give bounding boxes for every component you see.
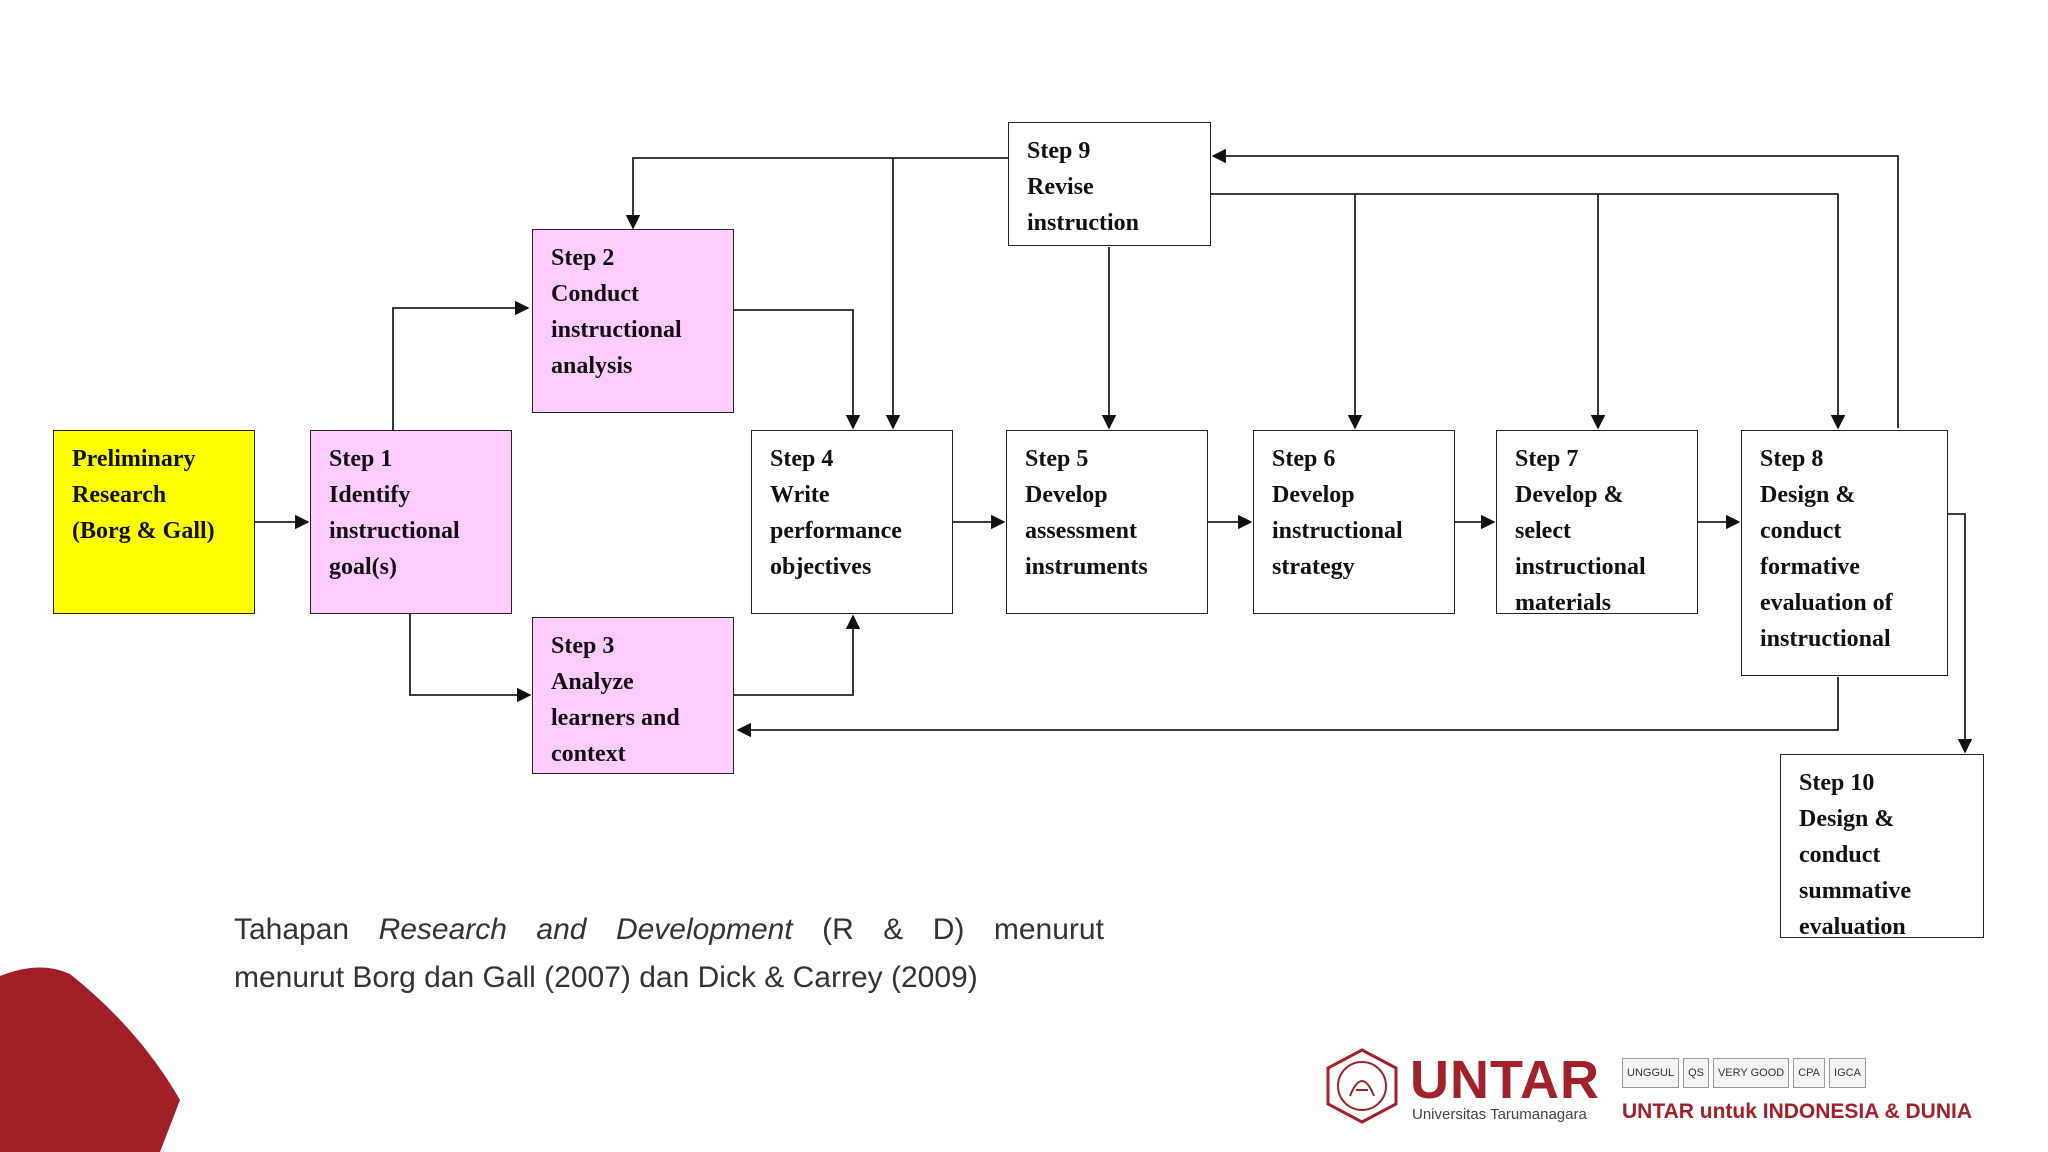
- box-line: context: [551, 741, 626, 767]
- caption-word: &: [883, 913, 904, 946]
- box-line: Step 3: [551, 633, 615, 659]
- caption-word: and: [536, 913, 587, 946]
- box-line: instructional: [1760, 626, 1891, 652]
- accreditation-badges: UNGGUL QS VERY GOOD CPA IGCA: [1622, 1058, 1866, 1088]
- box-line: Develop: [1025, 482, 1108, 508]
- box-line: performance: [770, 518, 902, 544]
- box-line: materials: [1515, 590, 1611, 614]
- untar-seal-logo: [1326, 1048, 1398, 1124]
- box-line: conduct: [1799, 842, 1881, 868]
- box-step-5: Step 5 Develop assessment instruments: [1006, 430, 1208, 614]
- caption-word: Development: [615, 913, 793, 946]
- box-line: learners and: [551, 705, 680, 731]
- box-line: formative: [1760, 554, 1860, 580]
- box-line: Step 9: [1027, 138, 1091, 164]
- box-line: instructional: [551, 317, 682, 343]
- box-line: instructional: [329, 518, 460, 544]
- box-step-6: Step 6 Develop instructional strategy: [1253, 430, 1455, 614]
- caption-word: menurut: [993, 913, 1104, 946]
- corner-decoration: [0, 967, 180, 1152]
- caption-word: D): [932, 913, 965, 946]
- box-line: instruction: [1027, 210, 1140, 236]
- badge-qs: QS: [1683, 1058, 1709, 1088]
- box-line: analysis: [551, 353, 633, 379]
- box-line: instructional: [1272, 518, 1403, 544]
- box-step-9: Step 9 Revise instruction: [1008, 122, 1211, 246]
- badge-cpa: CPA: [1793, 1058, 1826, 1088]
- caption-word: Tahapan: [234, 913, 350, 946]
- caption-line-1: Tahapan Research and Development (R & D)…: [234, 906, 1104, 954]
- box-line: Write: [770, 482, 830, 508]
- box-line: strategy: [1272, 554, 1355, 580]
- box-line: select: [1515, 518, 1571, 544]
- arrow-step1-to-step2: [392, 300, 530, 430]
- untar-brand: UNTAR: [1410, 1050, 1600, 1110]
- arrow-step8-to-step10: [1948, 513, 1973, 754]
- untar-tagline: UNTAR untuk INDONESIA & DUNIA: [1622, 1100, 1972, 1123]
- badge-unggul: UNGGUL: [1622, 1058, 1680, 1088]
- box-line: summative: [1799, 878, 1911, 904]
- box-step-10: Step 10 Design & conduct summative evalu…: [1780, 754, 1984, 938]
- box-line: Step 8: [1760, 446, 1824, 472]
- box-step-8: Step 8 Design & conduct formative evalua…: [1741, 430, 1948, 676]
- box-line: Identify: [329, 482, 411, 508]
- arrow-step2-to-step4: [734, 309, 861, 430]
- box-line: Research: [72, 482, 167, 508]
- caption-line-2: menurut Borg dan Gall (2007) dan Dick & …: [234, 961, 978, 994]
- box-line: Design &: [1760, 482, 1856, 508]
- caption-word: (R: [822, 913, 854, 946]
- box-line: Step 4: [770, 446, 834, 472]
- box-step-1: Step 1 Identify instructional goal(s): [310, 430, 512, 614]
- box-line: objectives: [770, 554, 872, 580]
- box-line: assessment: [1025, 518, 1137, 544]
- box-line: (Borg & Gall): [72, 518, 215, 544]
- badge-igca: IGCA: [1829, 1058, 1866, 1088]
- box-line: Conduct: [551, 281, 640, 307]
- arrow-step1-to-step3: [409, 614, 532, 703]
- box-line: conduct: [1760, 518, 1842, 544]
- box-line: Develop: [1272, 482, 1355, 508]
- box-preliminary-research: Preliminary Research (Borg & Gall): [53, 430, 255, 614]
- box-line: evaluation: [1799, 914, 1906, 938]
- box-line: Design &: [1799, 806, 1895, 832]
- arrow-step8-to-step3: [736, 677, 1839, 738]
- diagram-caption: Tahapan Research and Development (R & D)…: [234, 906, 1104, 1002]
- box-line: instructional: [1515, 554, 1646, 580]
- arrow-step8-to-step9: [1211, 148, 1899, 428]
- box-line: Step 10: [1799, 770, 1875, 796]
- box-step-2: Step 2 Conduct instructional analysis: [532, 229, 734, 413]
- box-line: goal(s): [329, 554, 397, 580]
- box-line: Step 7: [1515, 446, 1579, 472]
- badge-very-good: VERY GOOD: [1712, 1058, 1790, 1088]
- box-line: Step 2: [551, 245, 615, 271]
- arrow-step9-to-step6: [1211, 193, 1846, 430]
- arrow-step3-to-step4: [734, 614, 861, 696]
- untar-brand-subtitle: Universitas Tarumanagara: [1412, 1106, 1587, 1123]
- box-line: Step 6: [1272, 446, 1336, 472]
- box-line: Preliminary: [72, 446, 196, 472]
- caption-word: Research: [378, 913, 507, 946]
- box-line: Step 1: [329, 446, 393, 472]
- box-line: Revise: [1027, 174, 1094, 200]
- box-step-4: Step 4 Write performance objectives: [751, 430, 953, 614]
- arrow-step9-to-step2: [625, 157, 1008, 230]
- box-line: Analyze: [551, 669, 634, 695]
- box-step-3: Step 3 Analyze learners and context: [532, 617, 734, 774]
- box-line: Develop &: [1515, 482, 1624, 508]
- box-line: evaluation of: [1760, 590, 1893, 616]
- box-line: instruments: [1025, 554, 1148, 580]
- box-step-7: Step 7 Develop & select instructional ma…: [1496, 430, 1698, 614]
- box-line: Step 5: [1025, 446, 1089, 472]
